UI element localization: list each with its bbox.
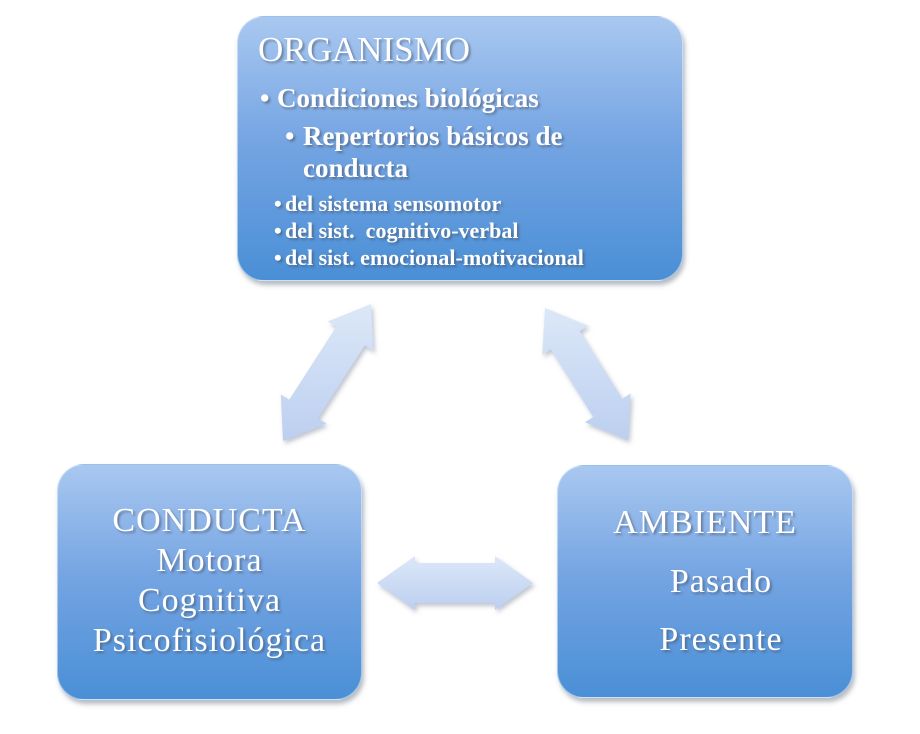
ambiente-line: Presente: [659, 621, 783, 658]
organismo-title: ORGANISMO: [258, 30, 470, 69]
arrow-conducta-ambiente: [377, 556, 533, 610]
organismo-box: ORGANISMO • Condiciones biológicas • Rep…: [237, 16, 683, 281]
organismo-item-text: Condiciones biológicas: [277, 82, 539, 113]
organismo-item-level3: • del sist. cognitivo-verbal: [238, 217, 668, 244]
bullet-icon: •: [285, 121, 295, 152]
organismo-item-text: del sist. emocional-motivacional: [285, 245, 584, 271]
ambiente-line: Pasado: [669, 563, 773, 600]
conducta-line: Cognitiva: [137, 582, 282, 619]
conducta-box: CONDUCTA Motora Cognitiva Psicofisiológi…: [57, 464, 362, 700]
conducta-line: Psicofisiológica: [92, 622, 327, 659]
bullet-icon: •: [274, 218, 282, 244]
arrow-organismo-ambiente: [542, 308, 631, 440]
ambiente-title: AMBIENTE: [613, 504, 797, 541]
organismo-item-level3: • del sist. emocional-motivacional: [238, 244, 668, 271]
organismo-item-text: del sistema sensomotor: [285, 190, 502, 216]
bullet-icon: •: [260, 82, 270, 113]
arrow-organismo-conducta: [280, 304, 374, 441]
conducta-line: Motora: [156, 542, 263, 579]
organismo-item-text: Repertorios básicos de conducta: [303, 121, 563, 184]
bullet-icon: •: [274, 190, 282, 216]
conducta-title: CONDUCTA: [112, 502, 307, 539]
organismo-item-level2: • Repertorios básicos de conducta: [238, 120, 668, 185]
organismo-item-level3: • del sistema sensomotor: [238, 190, 668, 217]
organismo-item-level1: • Condiciones biológicas: [238, 82, 668, 114]
organismo-item-text: del sist. cognitivo-verbal: [285, 218, 519, 244]
bullet-icon: •: [274, 245, 282, 271]
ambiente-box: AMBIENTE Pasado Presente: [557, 465, 853, 698]
